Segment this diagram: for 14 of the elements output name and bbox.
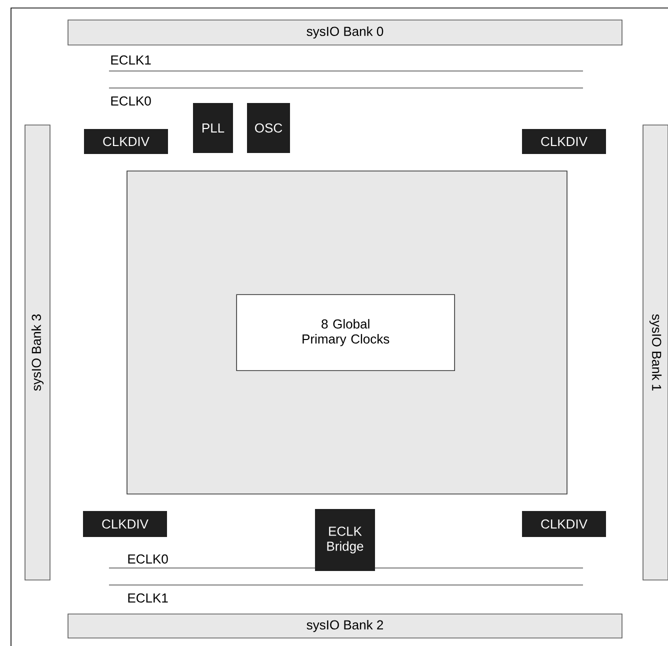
- clock-block: ECLK Bridge: [315, 509, 375, 571]
- clock-network-box: 8 Global Primary Clocks: [236, 294, 455, 371]
- clock-block: CLKDIV: [522, 511, 606, 537]
- bank-bar: sysIO Bank 0: [68, 20, 622, 46]
- clock-label: ECLK0: [111, 96, 151, 106]
- bank-bar: sysIO Bank 2: [68, 614, 622, 638]
- clock-block: PLL: [193, 103, 233, 153]
- clock-label: ECLK0: [128, 554, 168, 564]
- clock-block: CLKDIV: [522, 129, 606, 154]
- bank-bar: sysIO Bank 3: [24, 124, 50, 580]
- clock-block: CLKDIV: [83, 511, 167, 537]
- clock-block: OSC: [247, 103, 290, 153]
- clock-block: CLKDIV: [84, 129, 168, 154]
- bank-bar: sysIO Bank 1: [642, 124, 668, 580]
